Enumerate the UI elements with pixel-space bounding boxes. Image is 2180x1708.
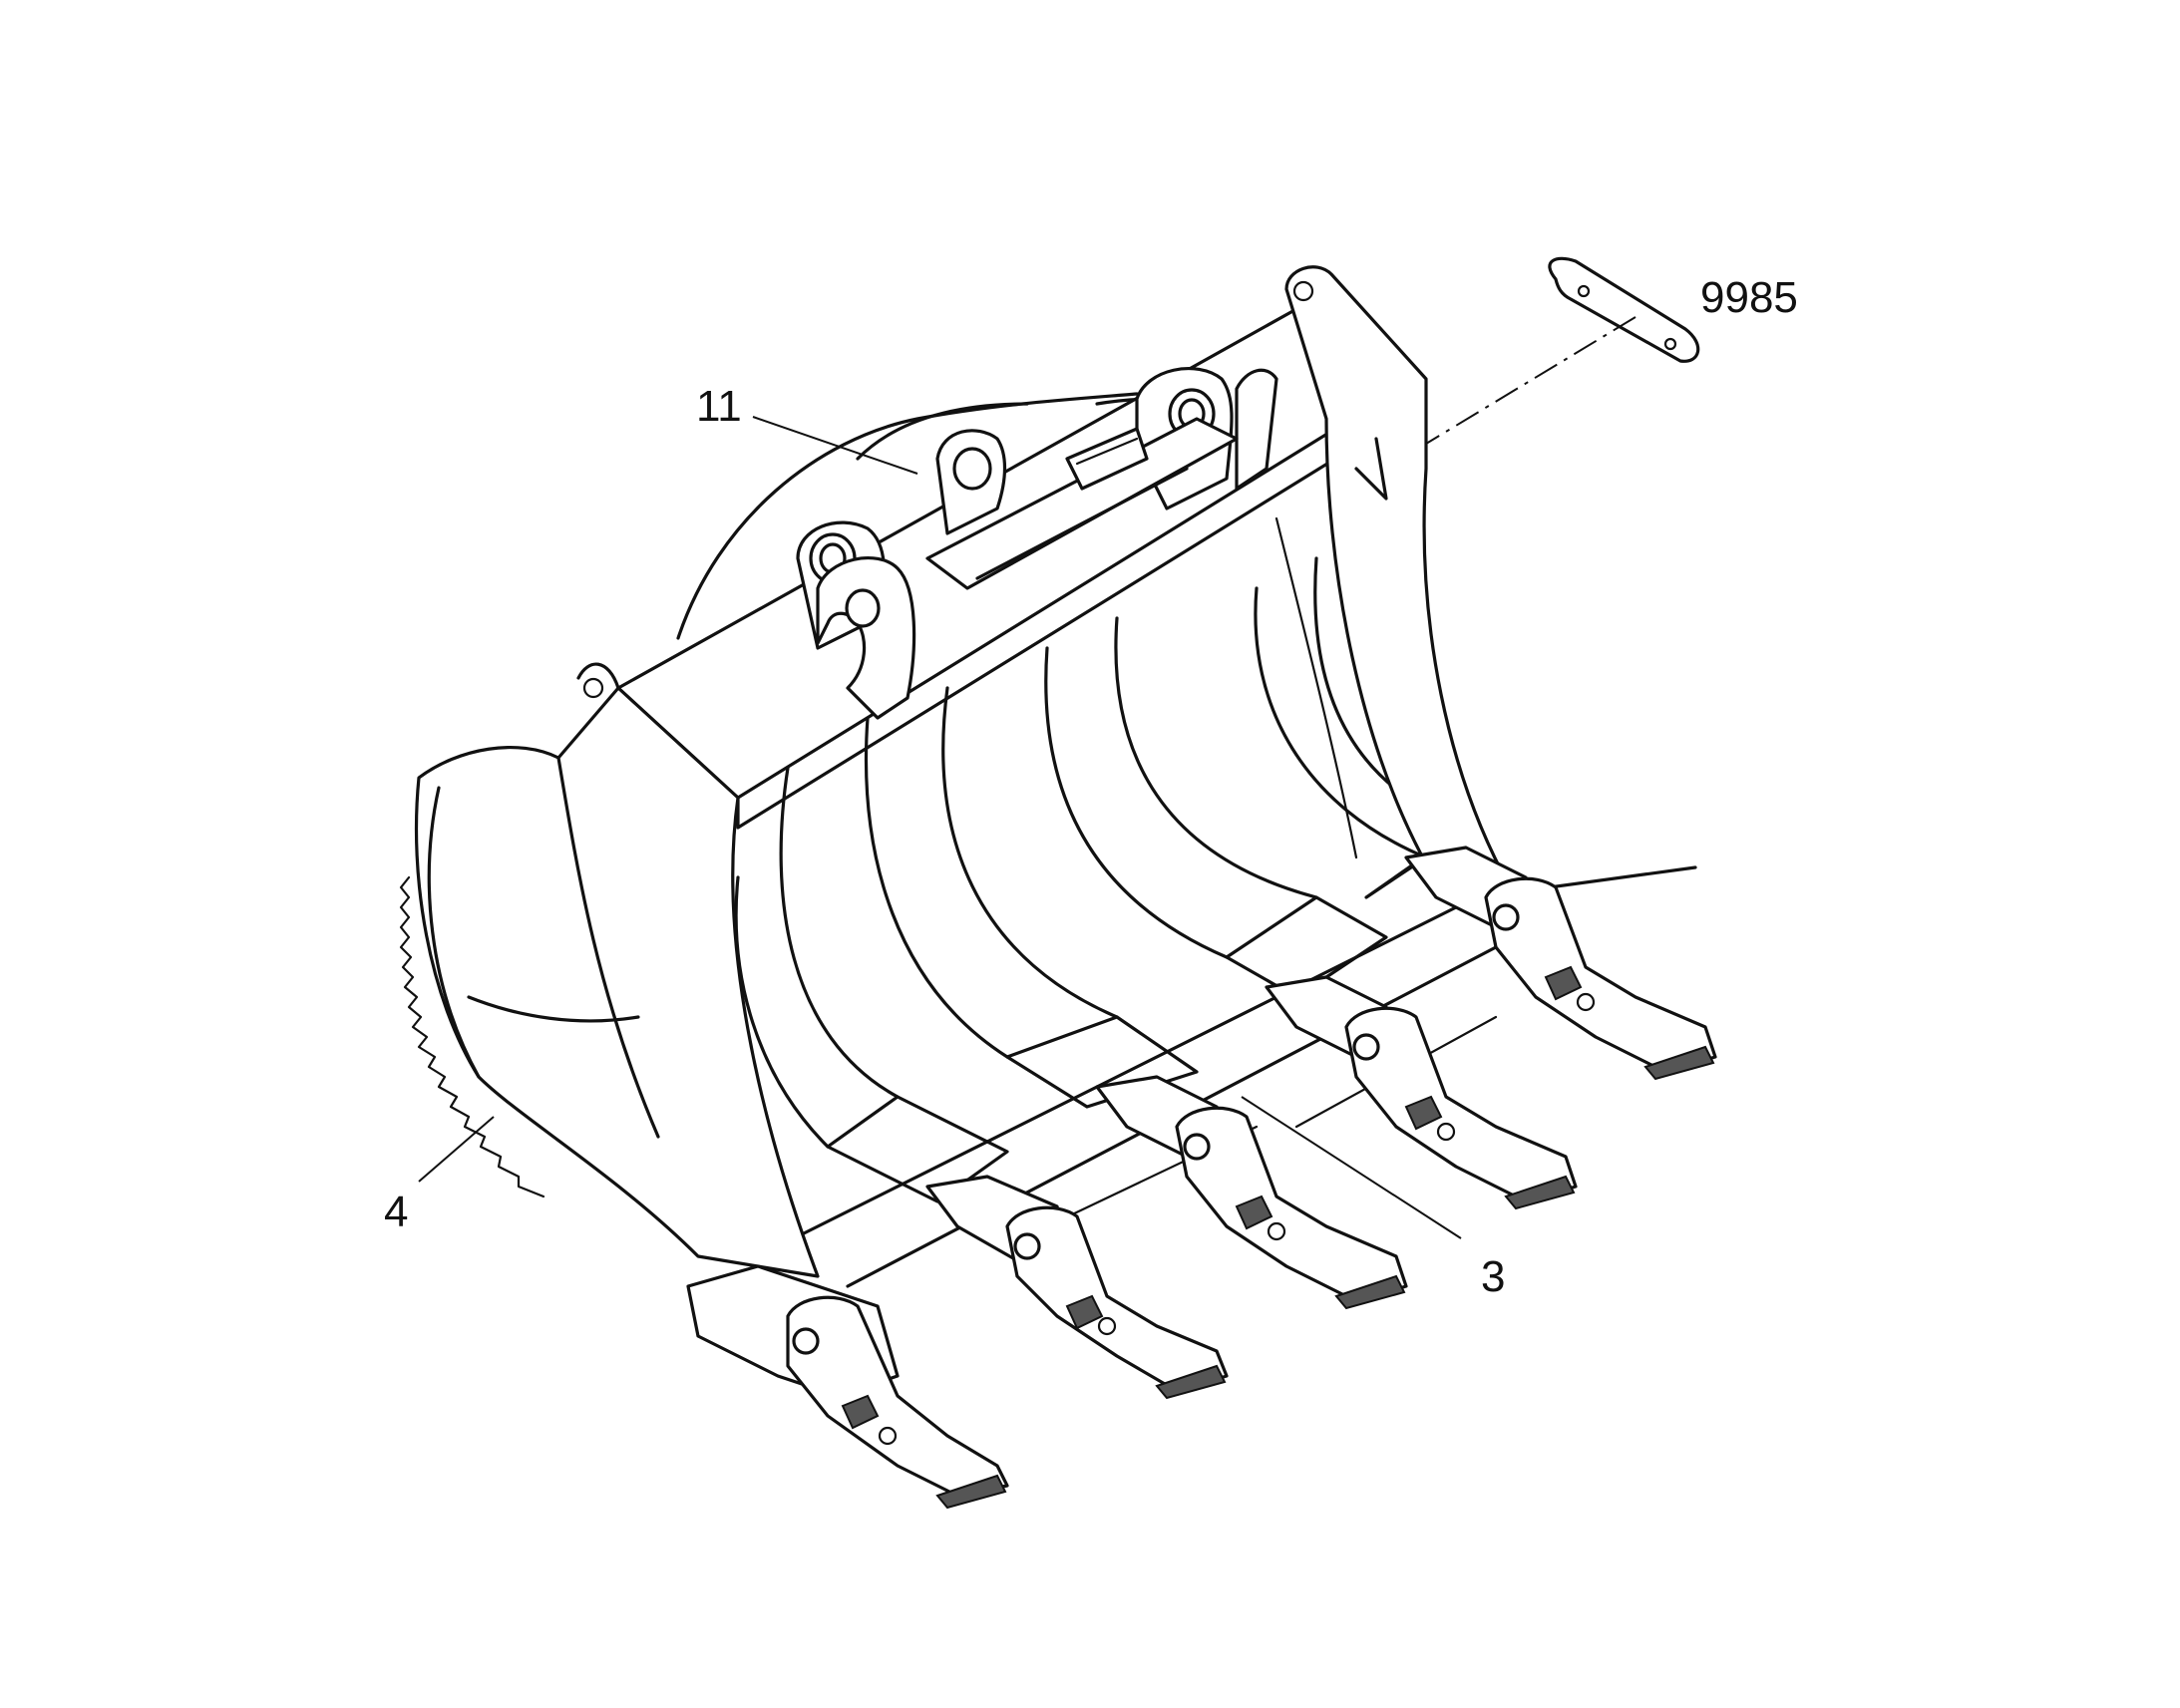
tooth-5: [1404, 846, 1717, 1081]
leader-4: [418, 1116, 495, 1183]
callout-3: 3: [1481, 1252, 1505, 1301]
bucket-teeth: [686, 846, 1717, 1510]
left-side-plate: [399, 662, 820, 1278]
leader-11: [752, 416, 918, 475]
mounting-lugs: [796, 367, 1278, 720]
tooth-4: [1265, 975, 1578, 1210]
tooth-2: [925, 1175, 1229, 1400]
callout-11: 11: [696, 382, 742, 431]
right-side-plate: [1284, 265, 1518, 899]
callout-9985: 9985: [1700, 273, 1798, 322]
part-9985-plate: [1425, 256, 1700, 445]
tooth-1: [686, 1264, 1009, 1510]
callout-4: 4: [384, 1188, 408, 1236]
tooth-3: [1095, 1075, 1408, 1310]
leader-3: [1241, 1096, 1462, 1239]
